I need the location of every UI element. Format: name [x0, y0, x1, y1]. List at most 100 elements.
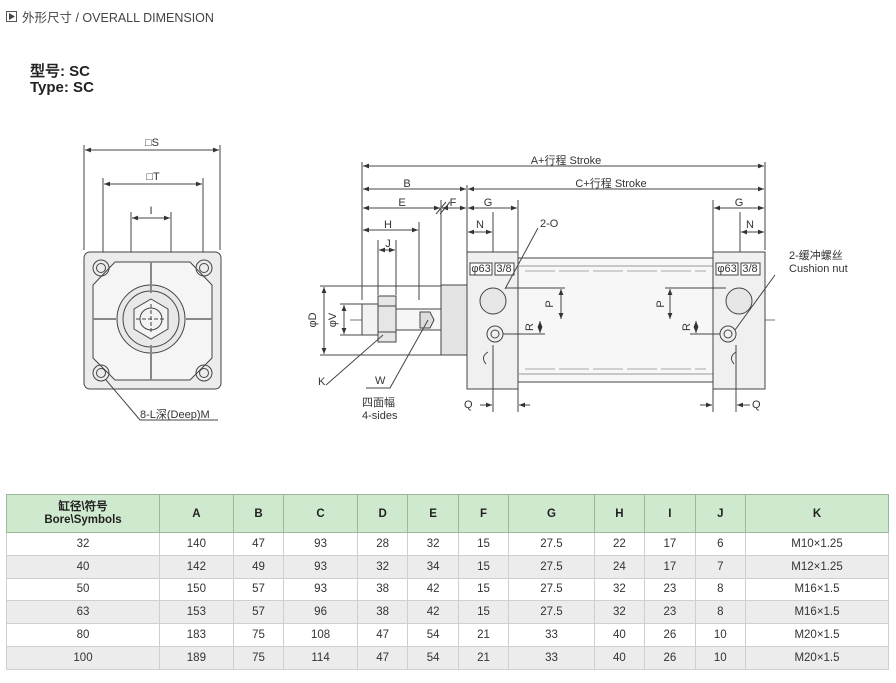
table-cell: 63: [6, 600, 160, 625]
table-cell: 33: [508, 645, 595, 670]
table-cell: 15: [457, 577, 510, 602]
table-cell: M16×1.5: [745, 600, 889, 625]
dim-N-left-label: N: [476, 219, 484, 231]
table-cell: 96: [283, 600, 358, 625]
column-header: B: [232, 494, 285, 533]
table-cell: 10: [694, 645, 747, 670]
dim-P-left-label: P: [544, 300, 556, 307]
dim-H-label: H: [384, 219, 392, 231]
end-view: [83, 145, 222, 421]
column-header: D: [356, 494, 409, 533]
table-cell: 32: [593, 600, 646, 625]
dim-W-label: W: [375, 375, 386, 387]
thread-note: 8-L深(Deep)M: [140, 408, 210, 421]
dimension-drawing: □S □T I 8-L深(Deep)M: [83, 137, 848, 422]
table-cell: 47: [356, 623, 409, 647]
table-cell: 40: [593, 645, 646, 670]
table-cell: 17: [644, 554, 696, 579]
dim-V-label: φV: [327, 312, 339, 327]
table-cell: M12×1.25: [745, 554, 889, 579]
table-cell: 24: [593, 554, 646, 579]
section-header: 外形尺寸 / OVERALL DIMENSION: [6, 7, 214, 26]
table-cell: 75: [232, 645, 285, 670]
dim-I-label: I: [149, 205, 152, 217]
table-cell: 38: [356, 577, 409, 602]
dim-G-left-label: G: [484, 197, 493, 209]
table-cell: 17: [644, 532, 696, 556]
type-label-en: Type: SC: [30, 79, 94, 96]
table-cell: 93: [283, 577, 358, 602]
table-cell: 21: [457, 623, 510, 647]
table-cell: 7: [694, 554, 747, 579]
table-cell: 27.5: [508, 532, 595, 556]
table-cell: 28: [356, 532, 409, 556]
table-cell: 80: [6, 623, 160, 647]
section-title: 外形尺寸 / OVERALL DIMENSION: [22, 11, 214, 25]
table-cell: 93: [283, 554, 358, 579]
table-cell: 183: [159, 623, 234, 647]
table-cell: 114: [283, 645, 358, 670]
dim-C-label: C+行程 Stroke: [575, 177, 646, 190]
bore-tag-left: φ63: [471, 263, 490, 275]
port-tag-right: 3/8: [742, 263, 757, 275]
dim-Q-right-label: Q: [752, 399, 761, 411]
table-cell: 15: [457, 532, 510, 556]
table-cell: M20×1.5: [745, 623, 889, 647]
table-cell: 32: [593, 577, 646, 602]
dim-B-label: B: [403, 178, 410, 190]
table-cell: 26: [644, 645, 696, 670]
table-cell: 140: [159, 532, 234, 556]
bore-header-en: Bore\Symbols: [44, 513, 122, 526]
dim-F-label: F: [450, 197, 457, 209]
table-cell: 50: [6, 577, 160, 602]
side-view: [320, 162, 776, 412]
dim-P-right-label: P: [655, 300, 667, 307]
table-cell: M20×1.5: [745, 645, 889, 670]
column-header: A: [159, 494, 234, 533]
column-header: F: [457, 494, 510, 533]
table-cell: 189: [159, 645, 234, 670]
dim-R-right-label: R: [681, 323, 693, 331]
table-cell: 32: [356, 554, 409, 579]
play-icon: [6, 11, 17, 22]
cushion-label-en: Cushion nut: [789, 263, 848, 275]
table-cell: 10: [694, 623, 747, 647]
table-cell: 23: [644, 600, 696, 625]
table-cell: 150: [159, 577, 234, 602]
dim-K-label: K: [318, 376, 326, 388]
table-cell: 8: [694, 600, 747, 625]
table-cell: 54: [407, 623, 459, 647]
dim-E-label: E: [398, 197, 405, 209]
dim-R-left-label: R: [524, 323, 536, 331]
type-label: 型号: SC Type: SC: [30, 64, 94, 96]
dim-D-label: φD: [307, 312, 319, 327]
table-cell: 26: [644, 623, 696, 647]
table-cell: 27.5: [508, 577, 595, 602]
dim-A-label: A+行程 Stroke: [531, 154, 602, 167]
table-cell: 34: [407, 554, 459, 579]
type-label-cn: 型号: SC: [30, 63, 91, 80]
column-header: J: [694, 494, 747, 533]
table-cell: 40: [6, 554, 160, 579]
table-cell: 75: [232, 623, 285, 647]
port-label: 2-O: [540, 218, 559, 230]
column-header: C: [283, 494, 358, 533]
table-cell: 93: [283, 532, 358, 556]
table-cell: 42: [407, 577, 459, 602]
column-header: H: [593, 494, 646, 533]
table-cell: 40: [593, 623, 646, 647]
dim-G-right-label: G: [735, 197, 744, 209]
table-cell: 8: [694, 577, 747, 602]
bore-header-cn: 缸径\符号: [58, 500, 108, 513]
table-cell: 47: [356, 645, 409, 670]
table-cell: 32: [6, 532, 160, 556]
table-cell: 57: [232, 577, 285, 602]
table-cell: 108: [283, 623, 358, 647]
table-cell: 49: [232, 554, 285, 579]
